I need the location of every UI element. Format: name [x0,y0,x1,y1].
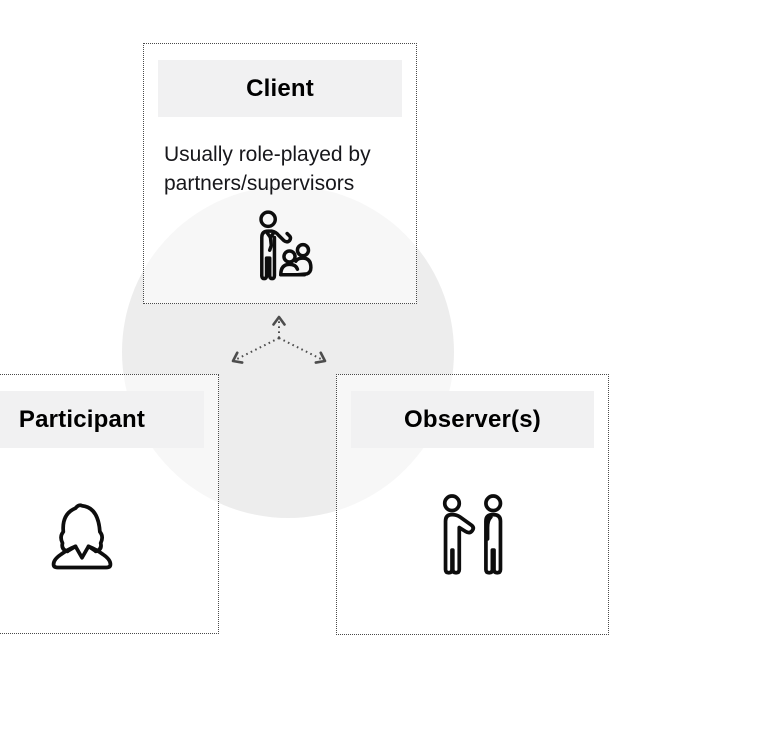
three-way-arrow-connector [231,315,327,364]
client-box-description: Usually role-played by partners/supervis… [164,143,371,195]
two-people-standing-icon [434,492,512,576]
participant-box-header: Participant [0,391,204,448]
observer-box: Observer(s) [336,374,609,635]
observer-box-header: Observer(s) [351,391,594,448]
participant-box-title: Participant [18,405,146,433]
client-box: Client Usually role-played by partners/s… [143,43,417,304]
woman-bust-icon [43,494,121,576]
client-box-title: Client [246,74,314,102]
participant-box: Participant [0,374,219,634]
client-box-header: Client [158,60,402,117]
observer-box-title: Observer(s) [404,405,541,433]
presenter-with-group-icon [242,209,318,285]
arrow-down-left [231,337,280,364]
arrow-down-right [278,337,327,364]
